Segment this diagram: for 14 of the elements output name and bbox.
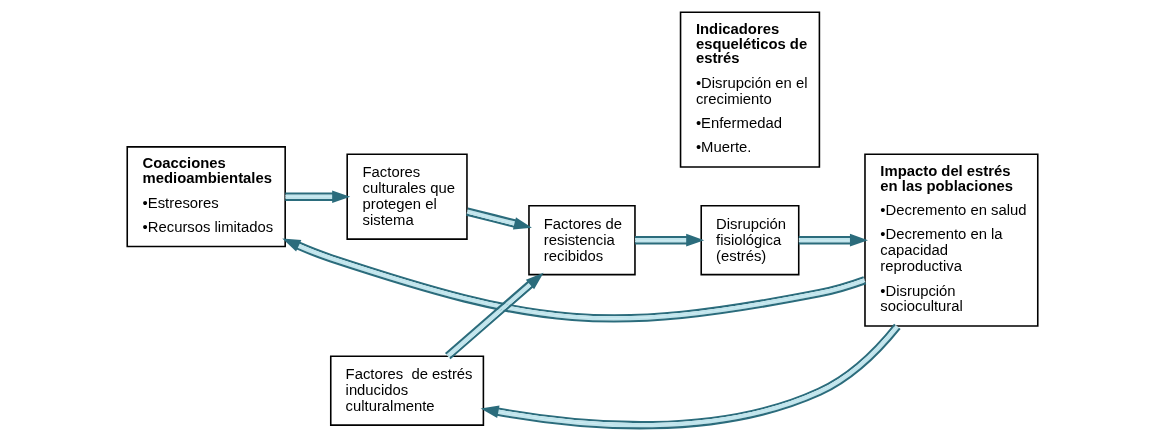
arrow bbox=[285, 190, 351, 204]
node-box: Factores culturales que protegen el sistema bbox=[346, 153, 468, 240]
arrow bbox=[445, 272, 544, 360]
arrow bbox=[466, 207, 532, 230]
node-box: Coacciones medioambientales •Estresores •Recursos limitados bbox=[126, 146, 286, 248]
node-box: Disrupción fisiológica (estrés) bbox=[700, 204, 800, 276]
arrow bbox=[635, 233, 705, 247]
node-box: Factores de resistencia recibidos bbox=[528, 204, 636, 276]
arrow bbox=[480, 323, 901, 430]
arrow bbox=[798, 233, 868, 247]
node-box: Factores de estrés inducidos culturalmente bbox=[329, 355, 485, 426]
node-box: Impacto del estrés en las poblaciones •Decremento en salud •Decremento en la capacidad reproductiva •Disrupción sociocultural bbox=[864, 153, 1039, 327]
arrow bbox=[282, 238, 867, 323]
node-box: Indicadores esqueléticos de estrés •Disrupción en el crecimiento •Enfermedad •Muerte. bbox=[679, 11, 821, 168]
